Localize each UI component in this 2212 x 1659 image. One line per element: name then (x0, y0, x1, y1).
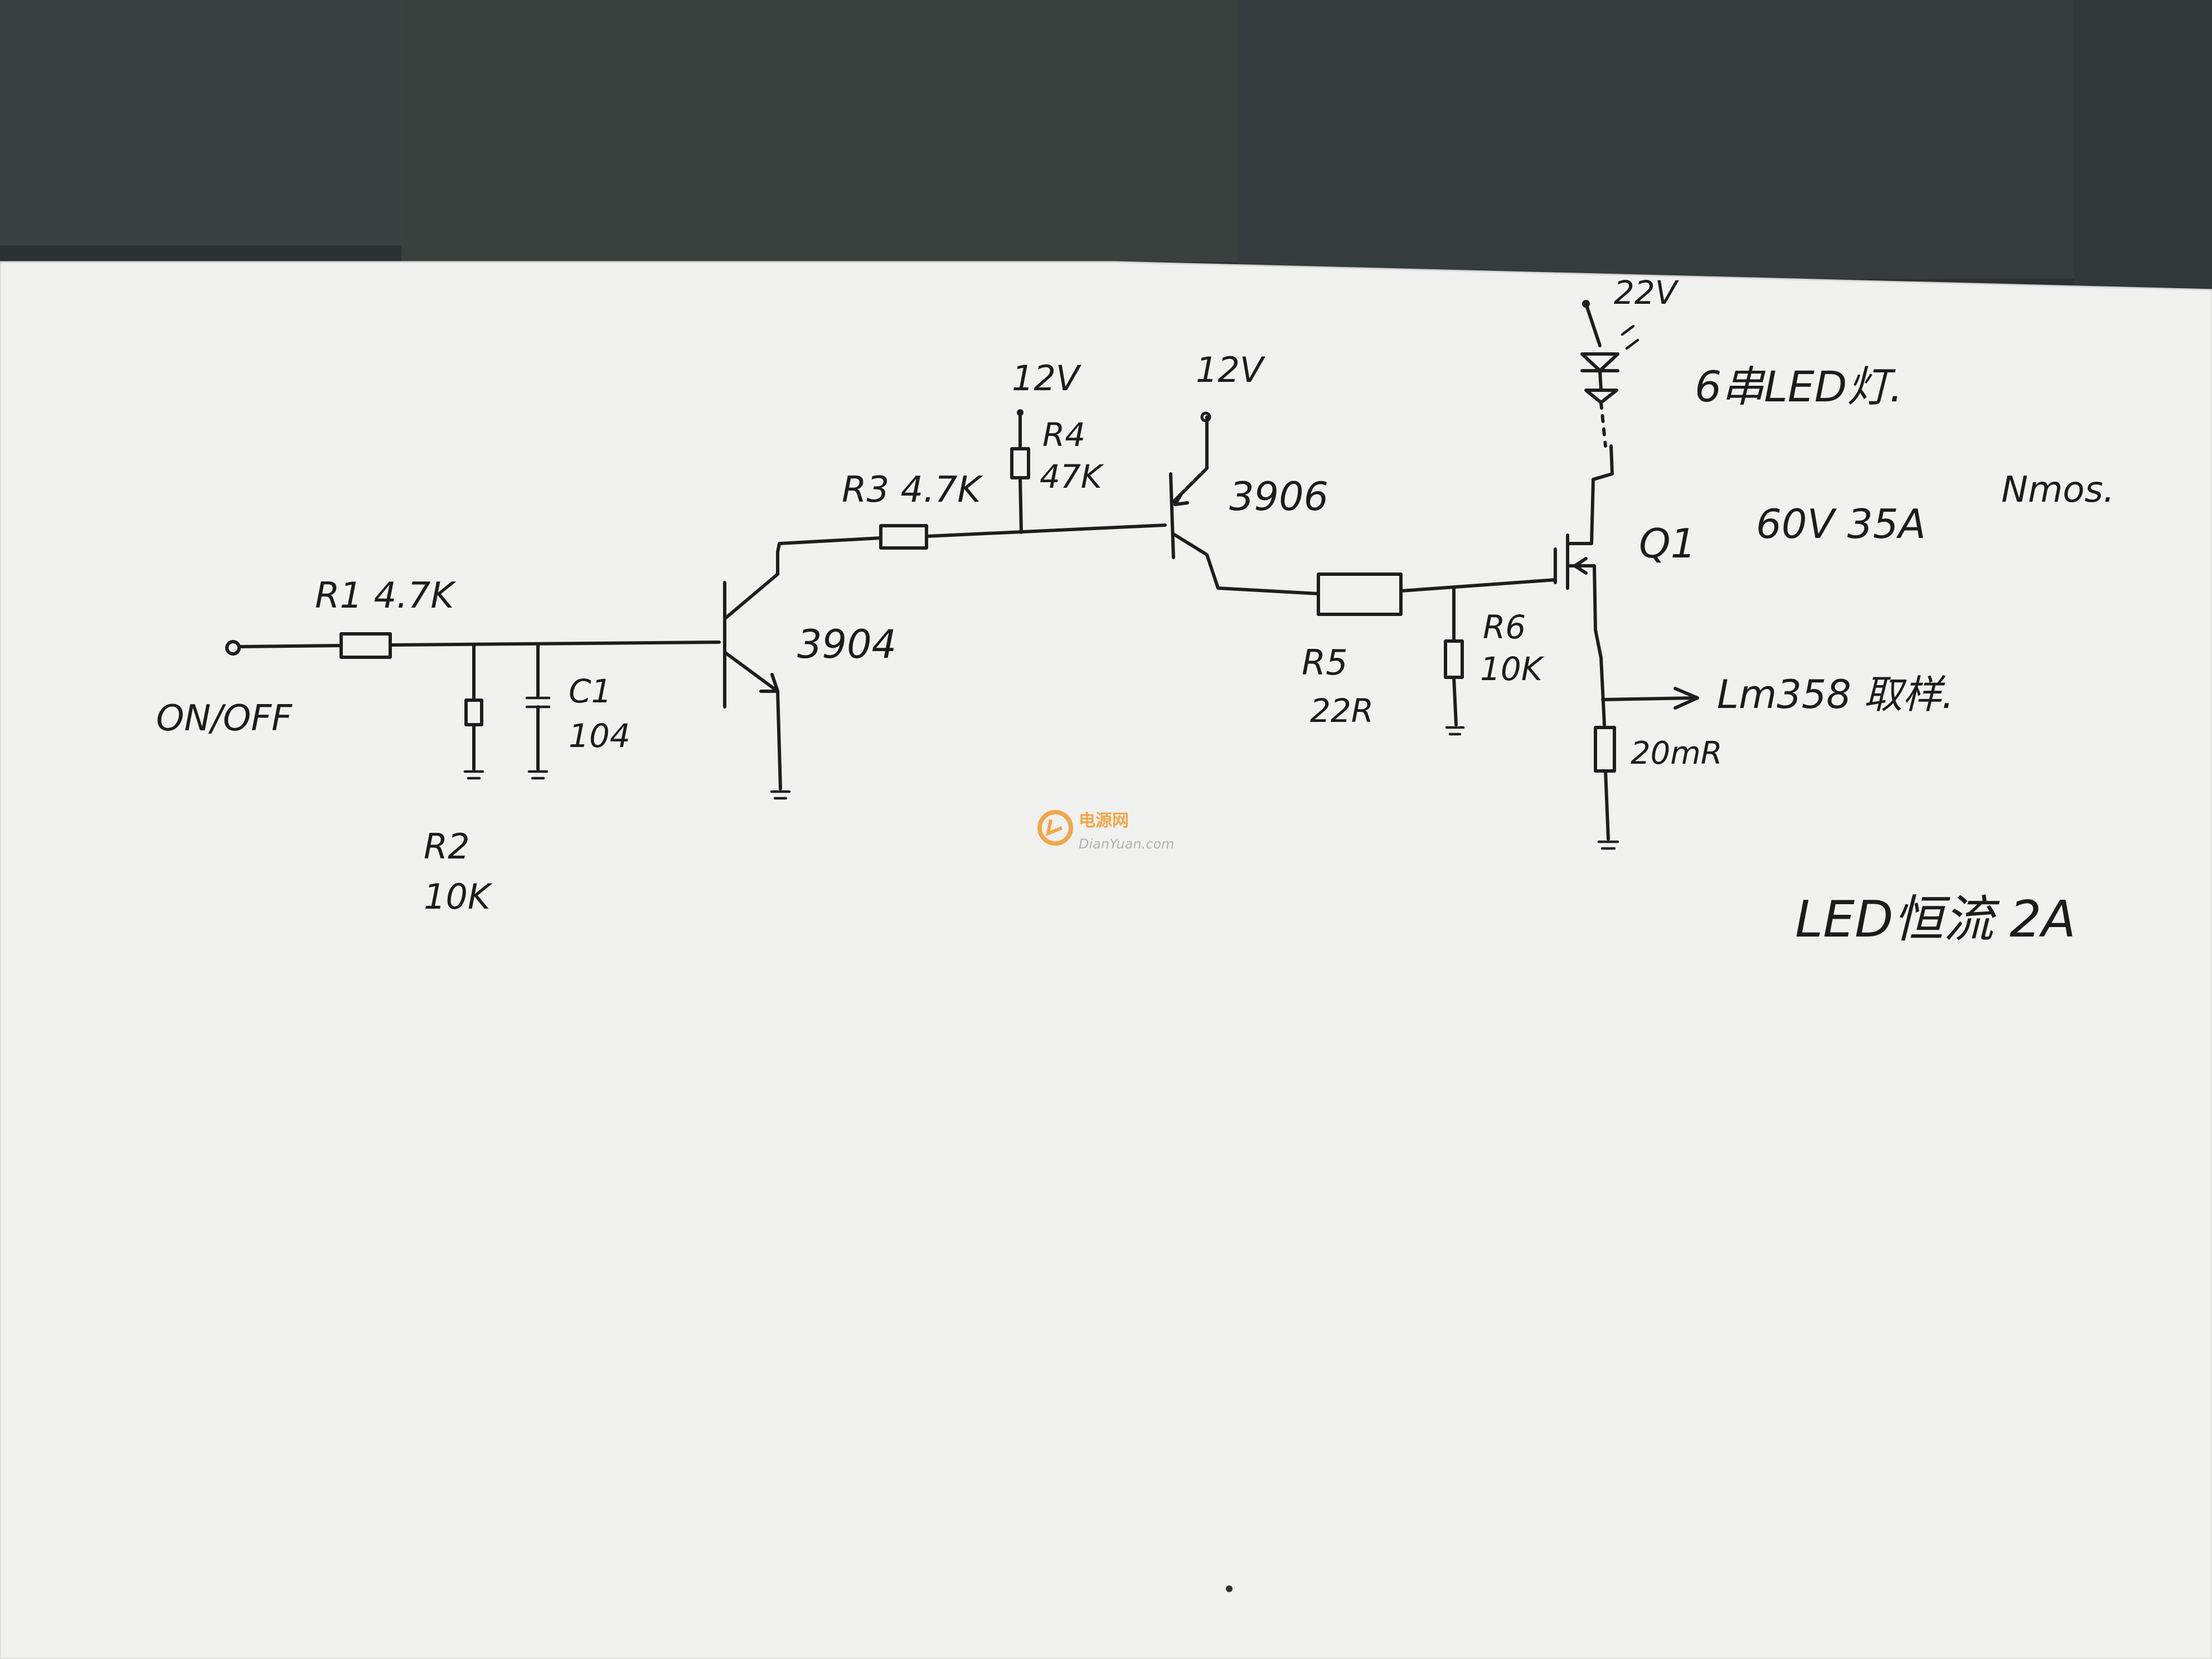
r6-ground-symbol (1445, 726, 1465, 736)
r4-value: 47K (1040, 458, 1104, 496)
npn-collector (723, 550, 779, 620)
wire-sense-ground (1604, 769, 1610, 841)
r2-label: R2 (424, 826, 470, 867)
c1-label: C1 (569, 672, 612, 710)
q1-label: Q1 (1639, 520, 1696, 567)
sense-ground-symbol (1597, 840, 1619, 850)
input-stage: ON/OFF R1 4.7K R2 10K C1 104 (156, 575, 721, 917)
desk-panel-middle (401, 0, 1238, 262)
wire-input-r1 (237, 644, 343, 648)
r2-value: 10K (424, 876, 493, 917)
watermark-cn: 电源网 (1079, 811, 1129, 831)
pnp-base-bar (1169, 472, 1175, 559)
led-string-note: 6串LED灯. (1695, 362, 1903, 411)
r5-label: R5 (1302, 642, 1348, 683)
sense-output-arrow (1673, 687, 1699, 710)
sense-output-note: Lm358 取样. (1717, 672, 1954, 717)
q1-spec: 60V 35A (1756, 501, 1926, 547)
ink-dot (1226, 1585, 1233, 1592)
watermark: 电源网 DianYuan.com (1037, 810, 1175, 852)
watermark-plug-icon (1045, 819, 1063, 836)
desk-panel-right (1238, 0, 2074, 279)
r5-value: 22R (1310, 692, 1374, 730)
led-diode-1 (1580, 352, 1619, 372)
watermark-en: DianYuan.com (1079, 836, 1175, 852)
r2-ground-symbol (463, 770, 484, 780)
wire-r1-base (389, 641, 721, 647)
sense-output-wire (1601, 696, 1696, 701)
r5-resistor (1317, 573, 1403, 616)
npn-transistor-stage: 3904 (723, 550, 896, 800)
supply-22v-label: 22V (1614, 274, 1680, 312)
pnp-emitter-arrow (1173, 493, 1189, 506)
desk-panel-far-right (2074, 0, 2212, 295)
paper-sheet (0, 262, 2212, 1659)
sense-resistor-value: 20mR (1631, 735, 1723, 772)
npn-part-label: 3904 (797, 622, 896, 667)
wire-npn-emitter-ground (776, 690, 782, 790)
led-diode-1-bar (1580, 369, 1619, 392)
npn-emitter (723, 651, 779, 693)
r6-label: R6 (1483, 608, 1526, 646)
wire-r6-bottom (1452, 676, 1458, 726)
desk-panel-left (0, 0, 401, 245)
paper-edge (0, 261, 2212, 1659)
wire-22v-led (1584, 302, 1602, 347)
wire-r3-pnp-base (925, 523, 1167, 538)
led-diode-2 (1584, 389, 1618, 404)
constant-current-note: LED恒流 2A (1795, 890, 2076, 949)
pnp-collector-wire (1172, 532, 1320, 595)
pnp-transistor-stage: R3 4.7K 12V R4 47K 12V 3906 (776, 350, 1328, 595)
r6-value: 10K (1480, 650, 1545, 688)
wire-r5-gate (1399, 578, 1557, 593)
r4-label: R4 (1042, 416, 1085, 454)
pnp-emitter (1172, 415, 1209, 503)
mosfet-source-wire (1566, 564, 1606, 726)
supply-12v-right: 12V (1196, 350, 1266, 390)
r3-label: R3 4.7K (842, 469, 983, 511)
pnp-part-label: 3906 (1229, 474, 1328, 520)
on-off-label: ON/OFF (156, 698, 293, 739)
supply-12v-left: 12V (1012, 358, 1082, 399)
mosfet-arrow (1573, 557, 1588, 575)
c1-ground-symbol (527, 770, 549, 780)
q1-type: Nmos. (2001, 469, 2114, 511)
led-and-sense-stage: 22V 6串LED灯. Lm358 取样. 20mR LED恒流 2A (1580, 274, 2076, 949)
led-emission-marks (1621, 324, 1639, 350)
pnp-supply-terminal (1200, 411, 1211, 423)
r1-label: R1 4.7K (315, 575, 457, 617)
c1-value: 104 (569, 717, 630, 755)
mosfet-drain-wire (1566, 444, 1614, 545)
npn-ground-symbol (770, 790, 791, 800)
wire-collector-r3 (776, 536, 882, 554)
watermark-logo-icon (1037, 810, 1073, 846)
mosfet-stage: R5 22R R6 10K Q1 60V 35A Nmos. (1302, 444, 2114, 736)
wire-r4-bottom (1018, 476, 1023, 534)
